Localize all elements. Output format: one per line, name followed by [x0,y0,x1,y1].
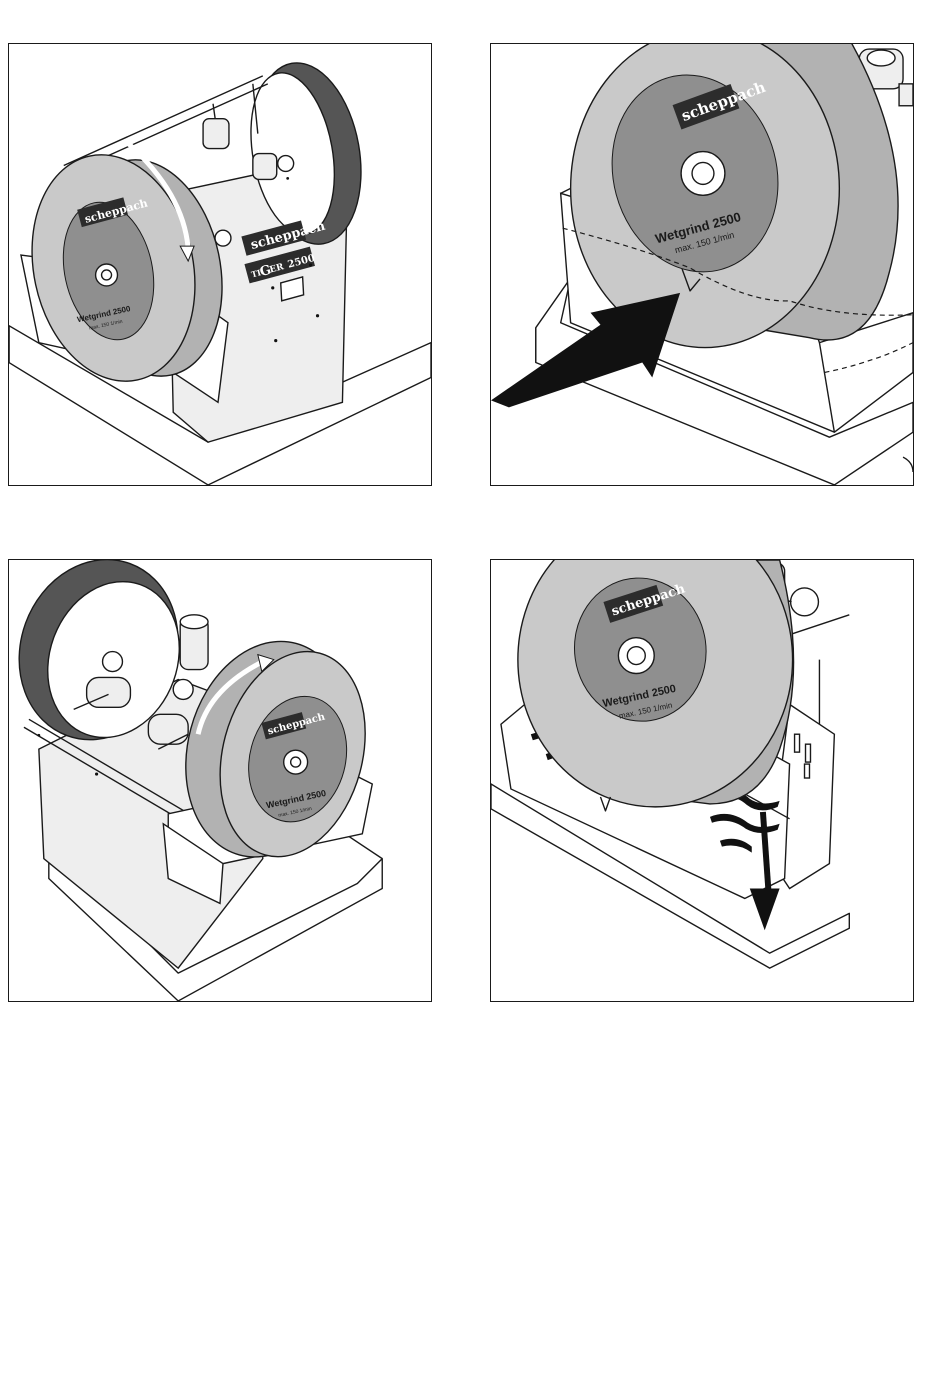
figure-3-panel: scheppach Wetgrind 2500 max. 150 1/min [8,559,432,1002]
figure-2-panel: scheppach Wetgrind 2500 max. 150 1/min [490,43,914,486]
figure-3-drawing: scheppach Wetgrind 2500 max. 150 1/min [9,560,431,1001]
figure-2-drawing: scheppach Wetgrind 2500 max. 150 1/min [491,44,913,485]
figure-4-panel: scheppach Wetgrind 2500 max. 150 1/min [490,559,914,1002]
figure-1-panel: scheppach Wetgrind 2500 max. 150 1/min s… [8,43,432,486]
figure-1-drawing: scheppach Wetgrind 2500 max. 150 1/min s… [9,44,431,485]
figure-4-drawing: scheppach Wetgrind 2500 max. 150 1/min [491,560,913,1001]
